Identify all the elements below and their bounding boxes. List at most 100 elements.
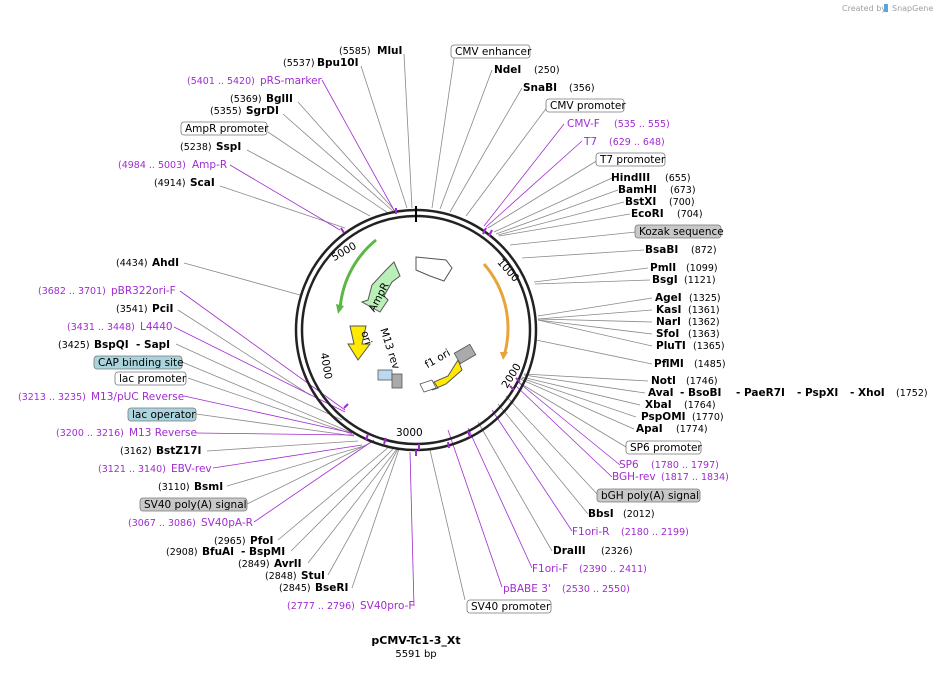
enzyme-sfoi: SfoI	[656, 328, 679, 340]
primer-leader-lines-right	[447, 123, 621, 588]
enzyme-pos-hindiii: (655)	[665, 173, 691, 184]
enzyme-kasi: KasI	[656, 304, 681, 316]
enzyme-pfoi: PfoI	[250, 535, 273, 547]
enzyme-bspqi: BspQI	[94, 339, 129, 351]
primer-range-f1ori-f: (2390 .. 2411)	[579, 564, 647, 575]
credit-brand: SnapGene	[892, 4, 933, 13]
enzyme-sspi: SspI	[216, 141, 241, 153]
enzyme-pos-pflmi: (1485)	[694, 359, 726, 370]
enzyme-pos-pmli: (1099)	[686, 263, 718, 274]
enzyme-pos-sfoi: (1363)	[688, 329, 720, 340]
enzyme-pluti: PluTI	[656, 340, 686, 352]
enzyme-bamhi: BamHI	[618, 184, 657, 196]
enzyme-avai: AvaI	[648, 387, 674, 399]
enzyme-pos-bamhi: (673)	[670, 185, 696, 196]
enzyme-ecori: EcoRI	[631, 208, 664, 220]
primer-range-prs-marker: (5401 .. 5420)	[187, 76, 255, 87]
enzyme-pspxi: - PspXI	[797, 387, 838, 399]
primer-ticks	[340, 208, 521, 450]
feature-f1ori-arrow	[431, 358, 463, 391]
box-sv40-promoter: SV40 promoter	[471, 601, 551, 613]
enzyme-pos-bsabi: (872)	[691, 245, 717, 256]
primer-range-cmv-f: (535 .. 555)	[614, 119, 670, 130]
primer-bgh-rev: BGH-rev	[612, 471, 656, 483]
right-labels: NdeI (250) SnaBI (356) CMV-F (535 .. 555…	[494, 64, 928, 595]
primer-ebv-rev: EBV-rev	[171, 463, 212, 475]
box-lac-operator: lac operator	[132, 409, 196, 421]
feature-gray-small	[391, 373, 403, 389]
box-cap-binding: CAP binding site	[98, 357, 184, 369]
enzyme-ndei: NdeI	[494, 64, 521, 76]
snapgene-logo-icon	[884, 4, 888, 12]
enzyme-pos-sgrdi: (5355)	[210, 106, 242, 117]
feature-ori-label: ori	[358, 329, 374, 346]
ring-tick-4000: 4000	[318, 352, 334, 380]
feature-ampr-arrow	[360, 261, 401, 313]
enzyme-pos-ndei: (250)	[534, 65, 560, 76]
primer-cmv-f: CMV-F	[567, 118, 600, 130]
enzyme-pos-pspomi: (1770)	[692, 412, 724, 423]
box-kozak: Kozak sequence	[639, 226, 724, 238]
box-sv40-polya: SV40 poly(A) signal	[144, 499, 247, 511]
box-cmv-promoter: CMV promoter	[550, 100, 626, 112]
enzyme-pos-sspi: (5238)	[180, 142, 212, 153]
enzyme-pos-xbai: (1764)	[684, 400, 716, 411]
feature-arc-green	[338, 238, 377, 311]
primer-range-sp6: (1780 .. 1797)	[651, 460, 719, 471]
enzyme-pos-mlui: (5585)	[339, 46, 371, 57]
enzyme-xbai: XbaI	[645, 399, 672, 411]
enzyme-noti: NotI	[651, 375, 676, 387]
enzyme-avrii: AvrII	[274, 558, 302, 570]
primer-range-sv40pa-r: (3067 .. 3086)	[128, 518, 196, 529]
enzyme-bpu10i: Bpu10I	[317, 57, 359, 69]
enzyme-agei: AgeI	[655, 292, 682, 304]
box-t7-promoter: T7 promoter	[599, 154, 666, 166]
enzyme-bbsi: BbsI	[588, 508, 614, 520]
primer-amp-r: Amp-R	[192, 159, 227, 171]
primer-range-m13puc-reverse: (3213 .. 3235)	[18, 392, 86, 403]
enzyme-bsgi: BsgI	[652, 274, 678, 286]
primer-f1ori-f: F1ori-F	[532, 563, 568, 575]
enzyme-pos-bpu10i: (5537)	[283, 58, 315, 69]
enzyme-bseri: BseRI	[315, 582, 348, 594]
enzyme-pspomi: PspOMI	[641, 411, 686, 423]
enzyme-mlui: MluI	[377, 45, 402, 57]
primer-prs-marker: pRS-marker	[260, 75, 323, 87]
leader-lines-right	[431, 51, 653, 552]
primer-m13puc-reverse: M13/pUC Reverse	[91, 391, 184, 403]
enzyme-pos-bbsi: (2012)	[623, 509, 655, 520]
enzyme-pos-ahdi: (4434)	[116, 258, 148, 269]
feature-f1ori-label: f1 ori	[423, 347, 453, 371]
box-lac-promoter: lac promoter	[119, 373, 187, 385]
enzyme-bspmi: - BspMI	[241, 546, 285, 558]
enzyme-pos-avrii: (2849)	[238, 559, 270, 570]
feature-sv40-small	[419, 379, 437, 393]
feature-arc-orange-head	[500, 352, 508, 360]
primer-range-m13-reverse: (3200 .. 3216)	[56, 428, 124, 439]
primer-range-pbabe-3: (2530 .. 2550)	[562, 584, 630, 595]
enzyme-pos-bstz17i: (3162)	[120, 446, 152, 457]
enzyme-pos-pluti: (1365)	[693, 341, 725, 352]
feature-bgh-small	[453, 343, 477, 365]
primer-range-amp-r: (4984 .. 5003)	[118, 160, 186, 171]
primer-m13-reverse: M13 Reverse	[129, 427, 197, 439]
enzyme-draiii: DraIII	[553, 545, 586, 557]
enzyme-bstz17i: BstZ17I	[156, 445, 201, 457]
enzyme-pos-bfuai: (2908)	[166, 547, 198, 558]
enzyme-pflmi: PflMI	[654, 358, 684, 370]
enzyme-pos-nari: (1362)	[688, 317, 720, 328]
enzyme-pos-noti: (1746)	[686, 376, 718, 387]
feature-arc-green-head	[336, 304, 344, 314]
enzyme-sapi: - SapI	[136, 339, 170, 351]
enzyme-pos-pfoi: (2965)	[214, 536, 246, 547]
enzyme-pmli: PmlI	[650, 262, 676, 274]
enzyme-pos-snabi: (356)	[569, 83, 595, 94]
enzyme-sgrdi: SgrDI	[246, 105, 279, 117]
primer-f1ori-r: F1ori-R	[572, 526, 609, 538]
enzyme-scai: ScaI	[190, 177, 215, 189]
enzyme-snabi: SnaBI	[523, 82, 557, 94]
primer-range-ebv-rev: (3121 .. 3140)	[98, 464, 166, 475]
enzyme-pos-kasi: (1361)	[688, 305, 720, 316]
enzyme-bglii: BglII	[266, 93, 293, 105]
